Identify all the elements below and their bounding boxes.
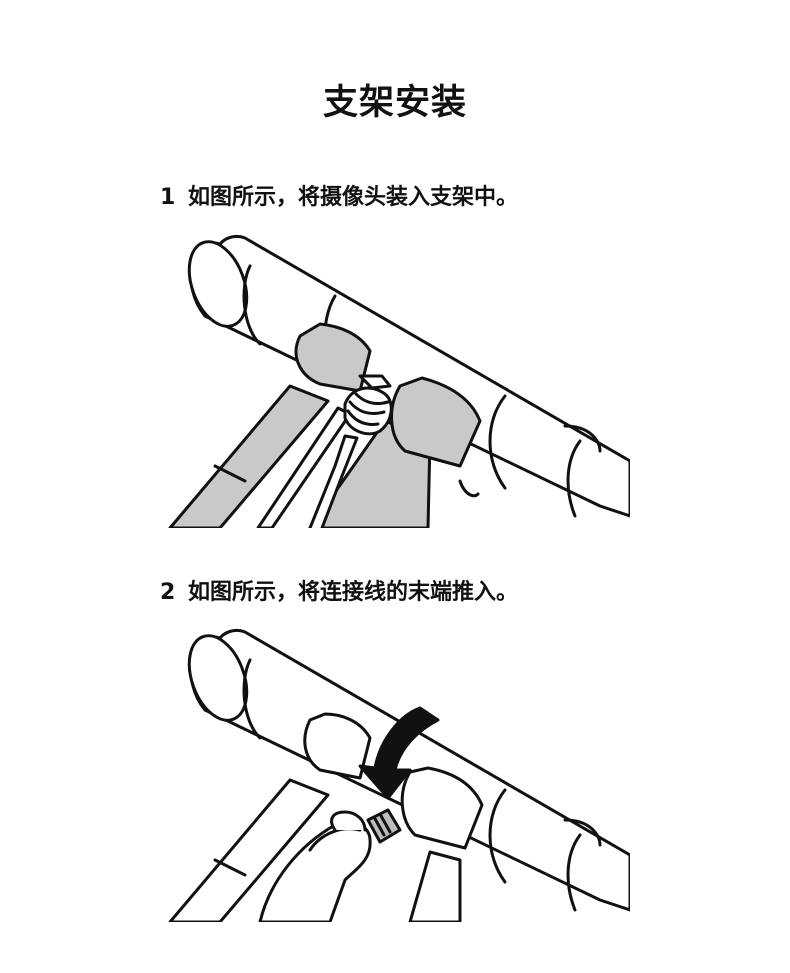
- step-number: 2: [160, 580, 176, 605]
- step-1-instruction: 1 如图所示，将摄像头装入支架中。: [160, 179, 518, 211]
- cable-connector: [366, 808, 402, 844]
- stand-leg-left: [168, 778, 330, 922]
- cable: [308, 434, 359, 528]
- bar-end-cap: [187, 240, 249, 328]
- step-text: 如图所示，将摄像头装入支架中。: [188, 185, 519, 210]
- page-title: 支架安装: [322, 83, 467, 123]
- mount-clamp-left: [303, 712, 372, 780]
- stand-leg-right: [408, 850, 462, 922]
- push-cable-illustration: [168, 628, 630, 922]
- step-2-illustration: [160, 620, 630, 922]
- camera-connector: [343, 374, 393, 436]
- camera-mount-illustration: [168, 234, 630, 528]
- step-number: 1: [160, 185, 176, 210]
- bar-end-cap: [187, 634, 249, 722]
- push-arrow-icon: [358, 706, 440, 800]
- step-1-illustration: [160, 226, 630, 528]
- step-text: 如图所示，将连接线的末端推入。: [188, 580, 519, 605]
- step-2-instruction: 2 如图所示，将连接线的末端推入。: [160, 574, 518, 606]
- mount-clamp-right: [400, 766, 484, 850]
- stand-leg-left: [168, 384, 330, 528]
